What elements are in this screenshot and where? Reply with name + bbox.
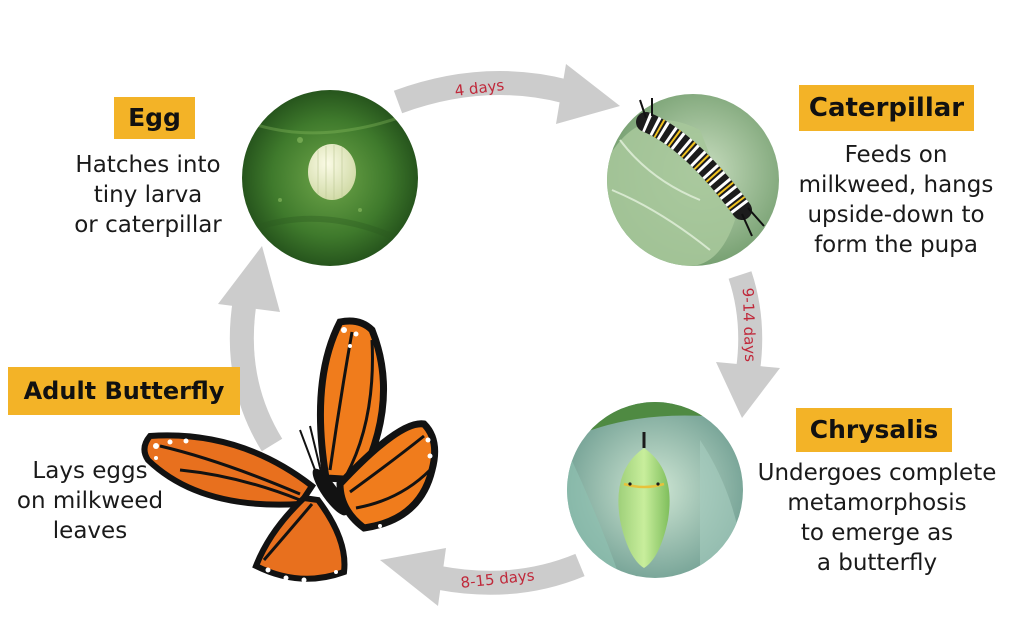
chrysalis-description: Undergoes complete metamorphosis to emer… [757,460,997,576]
chrysalis-icon [618,432,670,568]
egg-title: Egg [114,97,195,139]
egg-description: Hatches into tiny larva or caterpillar [74,152,222,238]
arrow-label-9-14-days: 9-14 days [739,287,760,362]
butterfly-icon [141,317,439,583]
arrow-chrysalis-to-adult: 8-15 days [380,548,585,606]
arrow-label-4-days: 4 days [454,76,506,100]
egg-photo [242,90,418,266]
chrysalis-photo [567,402,743,578]
adult-butterfly-description: Lays eggs on milkweed leaves [16,458,164,544]
caterpillar-icon [636,98,765,237]
caterpillar-photo [607,94,779,266]
arrow-egg-to-caterpillar: 4 days [393,64,620,124]
arrow-adult-to-egg [218,246,283,452]
caterpillar-title: Caterpillar [799,85,974,131]
chrysalis-title: Chrysalis [796,408,952,452]
adult-butterfly-title: Adult Butterfly [8,367,240,415]
arrow-caterpillar-to-chrysalis: 9-14 days [716,271,780,418]
egg-icon [308,144,356,200]
caterpillar-description: Feeds on milkweed, hangs upside-down to … [798,142,994,258]
